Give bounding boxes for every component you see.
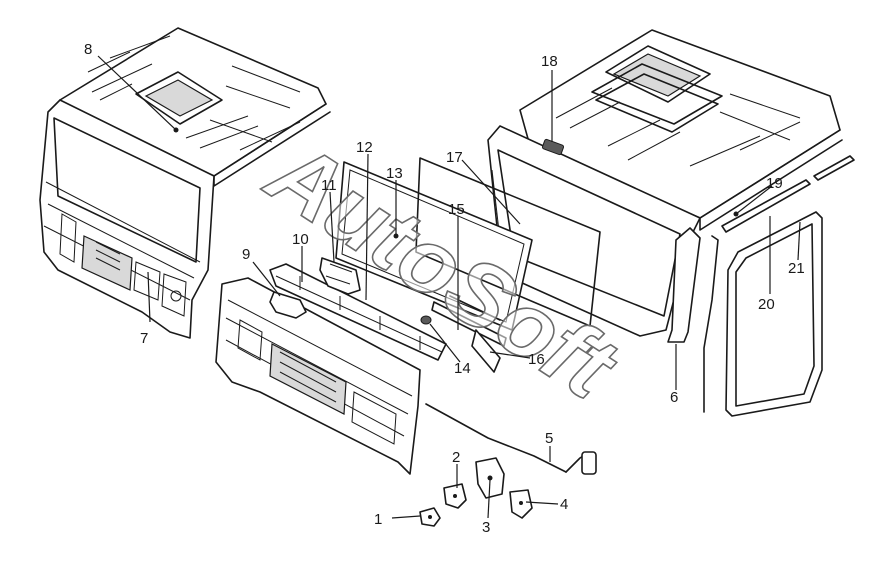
callout-14: 14 bbox=[454, 360, 471, 377]
latch-part-1 bbox=[419, 507, 441, 527]
callout-15: 15 bbox=[448, 201, 465, 218]
callout-16: 16 bbox=[528, 351, 545, 368]
callout-2: 2 bbox=[452, 449, 460, 466]
callout-19: 19 bbox=[766, 175, 783, 192]
callout-8: 8 bbox=[84, 41, 92, 58]
lock-part-3 bbox=[475, 457, 505, 499]
trim-strip bbox=[269, 263, 447, 361]
callout-10: 10 bbox=[292, 231, 309, 248]
latch-part-2 bbox=[443, 483, 467, 509]
windshield-glass bbox=[335, 161, 533, 331]
callout-13: 13 bbox=[386, 165, 403, 182]
callout-6: 6 bbox=[670, 389, 678, 406]
corner-pillar bbox=[667, 227, 719, 413]
front-panel bbox=[215, 277, 421, 475]
trim-strips-19 bbox=[721, 155, 855, 233]
callout-12: 12 bbox=[356, 139, 373, 156]
callout-7: 7 bbox=[140, 330, 148, 347]
latch-part-4 bbox=[509, 489, 533, 519]
callout-17: 17 bbox=[446, 149, 463, 166]
left-cab-assembly bbox=[39, 27, 331, 339]
bracket-part-9 bbox=[269, 291, 307, 319]
callout-4: 4 bbox=[560, 496, 568, 513]
callout-3: 3 bbox=[482, 519, 490, 536]
callout-11: 11 bbox=[321, 177, 337, 194]
callout-9: 9 bbox=[242, 246, 250, 263]
callout-18: 18 bbox=[541, 53, 558, 70]
callout-20: 20 bbox=[758, 296, 775, 313]
callout-1: 1 bbox=[374, 511, 382, 528]
callout-21: 21 bbox=[788, 260, 805, 277]
cable-part-5 bbox=[425, 403, 597, 475]
door-seal bbox=[725, 211, 823, 417]
windshield-seal bbox=[415, 157, 601, 327]
bracket-part-11 bbox=[319, 257, 361, 295]
leader-lines bbox=[97, 55, 801, 519]
callout-labels: 1 2 3 4 5 6 7 8 9 10 11 12 13 14 15 16 1… bbox=[84, 41, 805, 536]
wiper-parts bbox=[420, 295, 507, 373]
right-cab-assembly bbox=[487, 29, 843, 337]
callout-5: 5 bbox=[545, 430, 553, 447]
